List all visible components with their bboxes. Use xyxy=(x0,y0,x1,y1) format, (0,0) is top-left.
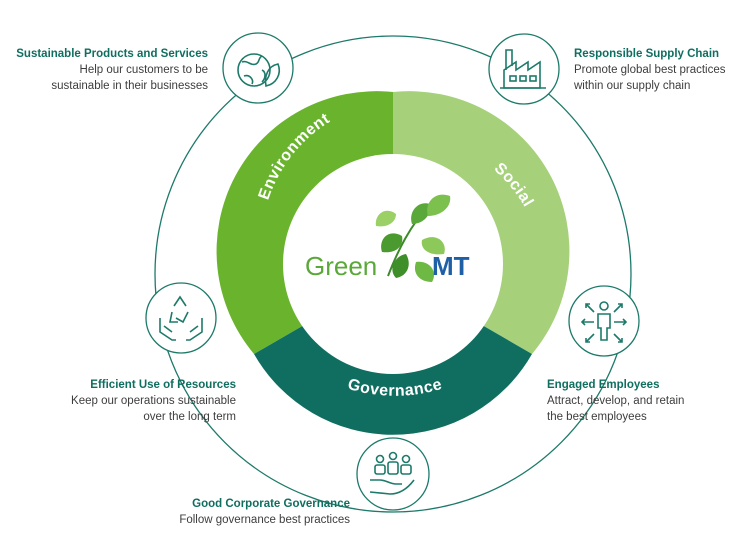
supply-chain-text: Responsible Supply Chain Promote global … xyxy=(574,46,742,94)
employees-desc-1: Attract, develop, and retain xyxy=(547,395,685,407)
employees-title: Engaged Employees xyxy=(547,379,660,391)
governance-text: Good Corporate Governance Follow governa… xyxy=(130,496,350,528)
resources-desc-1: Keep our operations sustainable xyxy=(71,395,236,407)
recycle-hands-icon xyxy=(159,295,203,341)
resources-title: Efficient Use of Resources xyxy=(90,379,236,391)
sustainable-products-title: Sustainable Products and Services xyxy=(16,48,208,60)
people-hand-icon xyxy=(369,451,415,495)
sustainable-products-desc-2: sustainable in their businesses xyxy=(51,80,208,92)
supply-chain-icon-circle[interactable] xyxy=(488,33,560,105)
governance-desc-1: Follow governance best practices xyxy=(179,514,350,526)
governance-icon-circle[interactable] xyxy=(356,437,430,511)
logo-green-text: Green xyxy=(305,251,377,281)
person-arrows-icon xyxy=(580,301,628,343)
green-mt-logo: Green MT xyxy=(305,194,470,282)
employees-desc-2: the best employees xyxy=(547,411,647,423)
resources-text: Efficient Use of Resources Keep our oper… xyxy=(40,377,236,425)
sustainable-products-icon-circle[interactable] xyxy=(222,32,294,104)
resources-icon-circle[interactable] xyxy=(145,282,217,354)
supply-chain-desc-1: Promote global best practices xyxy=(574,64,726,76)
logo-mt-text: MT xyxy=(432,251,470,281)
supply-chain-title: Responsible Supply Chain xyxy=(574,48,720,60)
employees-icon-circle[interactable] xyxy=(568,285,640,357)
sustainable-products-text: Sustainable Products and Services Help o… xyxy=(8,46,208,94)
governance-label: Governance xyxy=(346,376,444,400)
employees-text: Engaged Employees Attract, develop, and … xyxy=(547,377,737,425)
outer-ring xyxy=(154,35,632,513)
leaves-icon xyxy=(375,194,451,282)
resources-desc-2: over the long term xyxy=(143,411,236,423)
governance-title: Good Corporate Governance xyxy=(192,498,350,510)
globe-leaf-icon xyxy=(237,53,281,87)
supply-chain-desc-2: within our supply chain xyxy=(574,80,691,92)
sustainable-products-desc-1: Help our customers to be xyxy=(79,64,208,76)
factory-icon xyxy=(500,49,546,89)
